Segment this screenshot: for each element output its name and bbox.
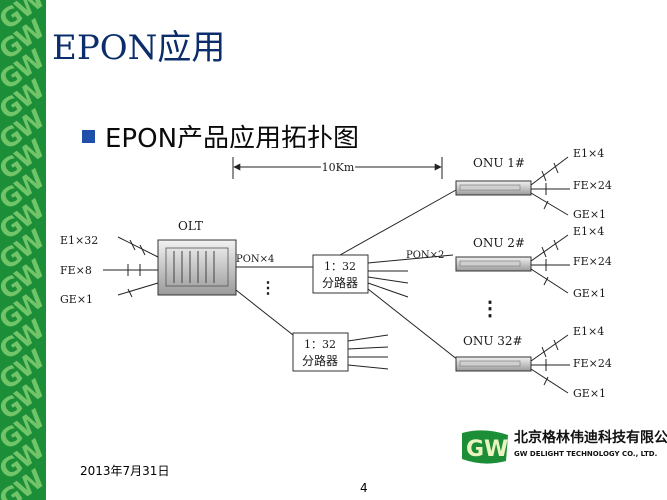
- olt-port-e1: E1×32: [60, 234, 98, 247]
- page-number: 4: [360, 481, 368, 495]
- splitter-2-ratio: 1：32: [304, 338, 336, 351]
- olt-device: OLT: [157, 219, 237, 296]
- splitter-1-name: 分路器: [322, 275, 358, 290]
- slide-date: 2013年7月31日: [80, 464, 170, 478]
- bullet-text: EPON产品应用拓扑图: [105, 124, 360, 148]
- company-name-cn: 北京格林伟迪科技有限公司: [514, 430, 667, 446]
- onu-2-port-e1: E1×4: [573, 225, 604, 238]
- slide-title: EPON应用: [52, 28, 226, 68]
- epon-topology-diagram: 10Km OLT E1×32 FE×8 GE×1: [60, 147, 612, 400]
- gw-logo-icon: GW: [462, 430, 508, 464]
- onu-1-port-ge: GE×1: [573, 208, 606, 221]
- olt-to-splitter-2-link: [235, 289, 294, 336]
- onu-ellipsis: ⋮: [480, 296, 500, 320]
- onu-2-port-ge: GE×1: [573, 287, 606, 300]
- splitter-to-onu1-link: [339, 189, 457, 256]
- pon-right-label: PON×2: [406, 250, 444, 261]
- olt-ellipsis: ⋮: [260, 278, 276, 297]
- splitter-1-ratio: 1：32: [324, 260, 356, 273]
- onu-1-name: ONU 1#: [473, 156, 525, 170]
- olt-port-ge: GE×1: [60, 293, 93, 306]
- splitter-1: 1：32 分路器: [312, 254, 459, 361]
- onu-2-name: ONU 2#: [473, 236, 525, 250]
- onu-32-port-ge: GE×1: [573, 387, 606, 400]
- olt-port-lines: [103, 236, 159, 298]
- onu-2-port-fe: FE×24: [573, 255, 612, 268]
- onu-32-port-fe: FE×24: [573, 357, 612, 370]
- pon-left-label: PON×4: [236, 254, 274, 265]
- bullet-square-icon: [82, 130, 95, 143]
- splitter-2: 1：32 分路器: [292, 332, 389, 372]
- distance-marker: 10Km: [232, 157, 443, 179]
- olt-port-fe: FE×8: [60, 264, 92, 277]
- onu-2: ONU 2#: [455, 234, 570, 294]
- onu-32-port-e1: E1×4: [573, 325, 604, 338]
- onu-1-port-e1: E1×4: [573, 147, 604, 160]
- onu-1: ONU 1#: [455, 156, 570, 216]
- onu-1-port-fe: FE×24: [573, 179, 612, 192]
- company-name-en: GW DELIGHT TECHNOLOGY CO., LTD.: [514, 450, 658, 458]
- onu-32: ONU 32#: [455, 334, 570, 394]
- distance-label: 10Km: [322, 161, 355, 174]
- company-logo: GW 北京格林伟迪科技有限公司 GW DELIGHT TECHNOLOGY CO…: [460, 423, 667, 471]
- onu-32-name: ONU 32#: [463, 334, 523, 348]
- splitter-2-name: 分路器: [302, 353, 338, 368]
- olt-label: OLT: [178, 219, 203, 233]
- logo-mark-text: GW: [466, 437, 508, 462]
